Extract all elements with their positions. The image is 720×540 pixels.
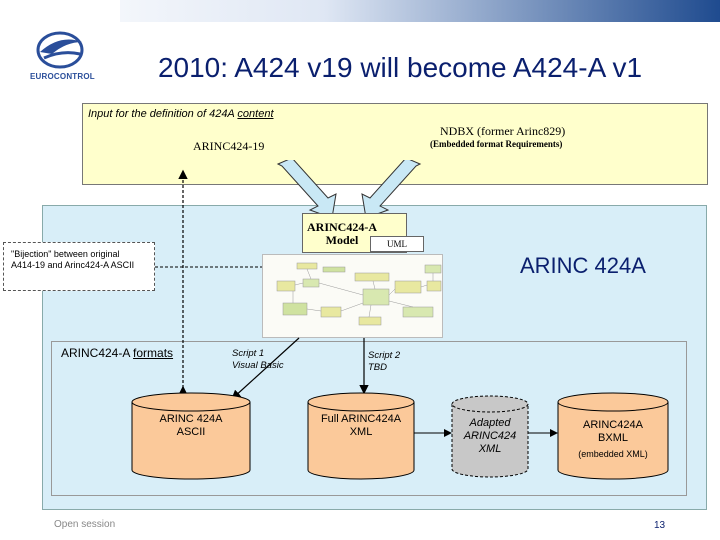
- cylinder-adapted-xml: [451, 395, 529, 478]
- footer-session: Open session: [54, 519, 116, 530]
- eurocontrol-logo-icon: [36, 31, 84, 69]
- cylinder-full-xml: [307, 392, 415, 480]
- arinc-424a-label: ARINC 424A: [520, 253, 646, 278]
- formats-label: ARINC424-A formats: [61, 346, 174, 360]
- input-definition-label: Input for the definition of 424A content: [88, 108, 274, 120]
- uml-tag: UML: [370, 236, 424, 252]
- uml-diagram-icon: [276, 262, 442, 326]
- cylinder-ascii: [131, 392, 251, 480]
- ndbx-sub-label: (Embedded format Requirements): [430, 139, 563, 149]
- uml-diagram-image: [262, 254, 443, 338]
- bijection-note: "Bijection" between original A414-19 and…: [3, 242, 155, 291]
- logo-text: EUROCONTROL: [30, 72, 95, 81]
- ndbx-label: NDBX (former Arinc829): [440, 124, 566, 138]
- script1-arrow: [231, 337, 300, 400]
- page-number: 13: [654, 520, 666, 531]
- slide-title: 2010: A424 v19 will become A424-A v1: [157, 52, 643, 83]
- cylinder-bxml: [557, 392, 669, 480]
- arinc424-19-label: ARINC424-19: [193, 139, 265, 153]
- top-banner: [0, 0, 720, 22]
